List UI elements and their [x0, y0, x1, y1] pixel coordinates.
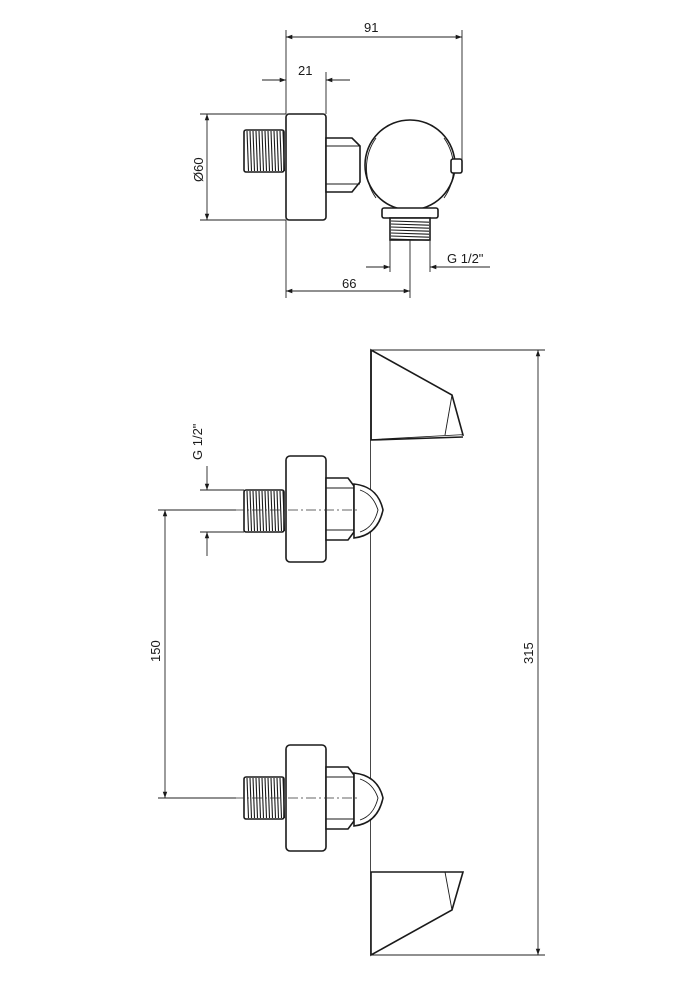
thread-line: [258, 490, 262, 532]
dim-inlet-thread: G 1/2": [190, 423, 205, 460]
dim-315: 315: [521, 642, 536, 664]
front-view: G 1/2" 150 315: [148, 348, 545, 957]
dim-66: 66: [342, 276, 356, 291]
thread-line: [264, 490, 268, 532]
thread-line: [279, 777, 283, 819]
dim-outlet-thread: G 1/2": [447, 251, 484, 266]
thread-line: [267, 130, 271, 172]
thread-line: [246, 490, 250, 532]
thread-line: [282, 490, 286, 532]
thread-line: [270, 130, 274, 172]
thread-line: [249, 777, 253, 819]
thread-line: [390, 229, 430, 232]
top-outlet-nut: [381, 207, 439, 219]
front-upper-inlet: [243, 455, 384, 563]
dim-21: 21: [298, 63, 312, 78]
thread-line: [261, 130, 265, 172]
thread-line: [252, 490, 256, 532]
dim-91: 91: [364, 20, 378, 35]
thread-line: [282, 130, 286, 172]
thread-line: [390, 232, 430, 235]
top-view: 91 21 Ø60 66 G 1/2": [191, 20, 490, 298]
top-mixer-body: [364, 119, 456, 211]
thread-line: [279, 130, 283, 172]
thread-line: [246, 130, 250, 172]
thread-line: [390, 235, 430, 238]
thread-line: [390, 226, 430, 229]
thread-line: [249, 130, 253, 172]
thread-line: [390, 220, 430, 223]
thread-line: [267, 777, 271, 819]
top-wall-plate: [285, 113, 327, 221]
thread-line: [273, 490, 277, 532]
thread-line: [255, 490, 259, 532]
thread-line: [261, 777, 265, 819]
thread-line: [267, 490, 271, 532]
thread-line: [252, 130, 256, 172]
thread-line: [279, 490, 283, 532]
top-connector: [325, 137, 361, 193]
top-handle-stub: [450, 158, 463, 174]
thread-line: [258, 130, 262, 172]
thread-line: [276, 490, 280, 532]
top-inlet-thread: [243, 129, 286, 173]
thread-line: [270, 490, 274, 532]
thread-line: [261, 490, 265, 532]
thread-line: [390, 238, 430, 241]
thread-line: [273, 130, 277, 172]
thread-line: [249, 490, 253, 532]
thread-line: [276, 130, 280, 172]
dim-150: 150: [148, 640, 163, 662]
top-outlet-thread: [389, 217, 431, 241]
front-mixer-body: [370, 348, 465, 957]
thread-line: [390, 223, 430, 226]
dim-diameter: Ø60: [191, 157, 206, 182]
thread-line: [264, 130, 268, 172]
thread-line: [255, 130, 259, 172]
